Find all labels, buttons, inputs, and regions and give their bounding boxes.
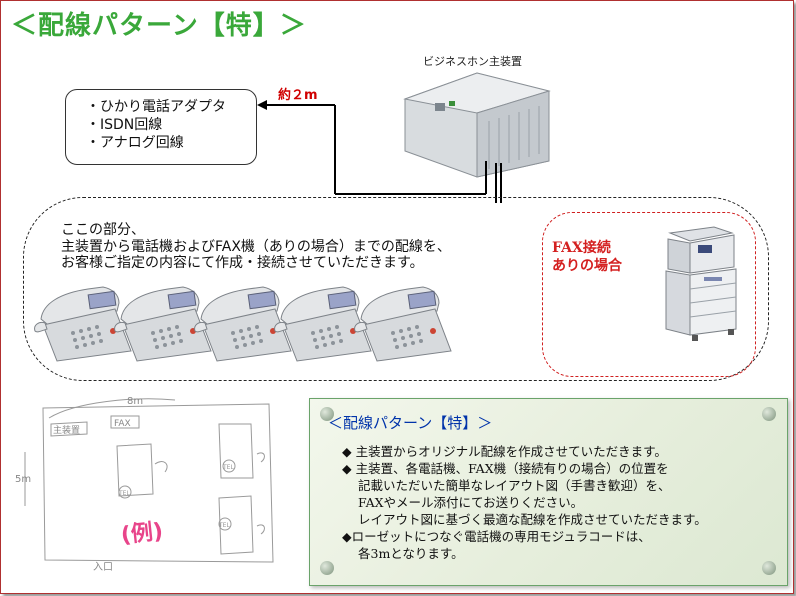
- cable-length-label: 約２m: [278, 88, 318, 103]
- card-bullet: ◆ローゼットにつなぐ電話機の専用モジュラコードは、: [342, 529, 651, 544]
- pin-icon: [762, 561, 776, 575]
- card-body: ◆ 主装置からオリジナル配線を作成させていただきます。 ◆ 主装置、各電話機、F…: [342, 443, 707, 562]
- fax-label-line: FAX接続: [552, 240, 611, 256]
- card-bullet: ◆ 主装置からオリジナル配線を作成させていただきます。: [342, 444, 667, 459]
- sketch-example-label: (例): [120, 519, 165, 548]
- card-bullet: ◆ 主装置、各電話機、FAX機（接続有りの場合）の位置を: [342, 461, 669, 476]
- sketch-tel-label: TEL: [218, 522, 230, 529]
- card-bullet-continuation: 記載いただいた簡単なレイアウト図（手書き歓迎）を、: [358, 478, 671, 493]
- line-type-item: ・ISDN回線: [86, 117, 163, 133]
- wiring-region: [23, 197, 769, 381]
- layout-sketch: 8m 5m 主装置 FAX TEL TEL TEL 入口 (例): [15, 396, 274, 573]
- note-line: お客様ご指定の内容にて作成・接続させていただきます。: [61, 255, 424, 271]
- sketch-width-label: 8m: [127, 396, 143, 407]
- sketch-main-unit-label: 主装置: [53, 424, 80, 436]
- sketch-height-label: 5m: [15, 474, 31, 485]
- pin-icon: [320, 407, 334, 421]
- card-title: ＜配線パターン【特】＞: [328, 414, 493, 432]
- sketch-fax-label: FAX: [114, 419, 131, 429]
- pin-icon: [762, 407, 776, 421]
- page-title: ＜配線パターン【特】＞: [11, 11, 307, 41]
- pin-icon: [320, 561, 334, 575]
- line-type-item: ・アナログ回線: [86, 135, 184, 151]
- telephones-group: [34, 286, 452, 362]
- main-unit-image: [403, 72, 551, 178]
- note-line: 主装置から電話機およびFAX機（ありの場合）までの配線を、: [61, 238, 451, 255]
- sketch-tel-label: TEL: [222, 464, 234, 471]
- wiring-region-note: ここの部分、 主装置から電話機およびFAX機（ありの場合）までの配線を、 お客様…: [61, 222, 451, 272]
- sketch-tel-label: TEL: [118, 490, 130, 497]
- fax-machine-image: [665, 226, 737, 341]
- line-type-item: ・ひかり電話アダプタ: [86, 99, 226, 115]
- fax-label-line: ありの場合: [552, 258, 622, 274]
- card-bullet-continuation: レイアウト図に基づく最適な配線を作成させていただきます。: [358, 512, 707, 527]
- card-bullet-continuation: 各3mとなります。: [358, 546, 464, 561]
- sketch-entrance-label: 入口: [93, 562, 113, 573]
- note-line: ここの部分、: [61, 222, 145, 238]
- pattern-description-card: ＜配線パターン【特】＞ ◆ 主装置からオリジナル配線を作成させていただきます。 …: [309, 398, 788, 586]
- fax-connection-label: FAX接続 ありの場合: [552, 239, 622, 275]
- main-unit-label: ビジネスホン主装置: [423, 55, 522, 68]
- card-bullet-continuation: FAXやメール添付にてお送りください。: [358, 495, 584, 510]
- wiring-lines: [257, 100, 502, 203]
- line-types-box: ・ひかり電話アダプタ ・ISDN回線 ・アナログ回線: [65, 89, 257, 165]
- fax-region: [542, 212, 756, 377]
